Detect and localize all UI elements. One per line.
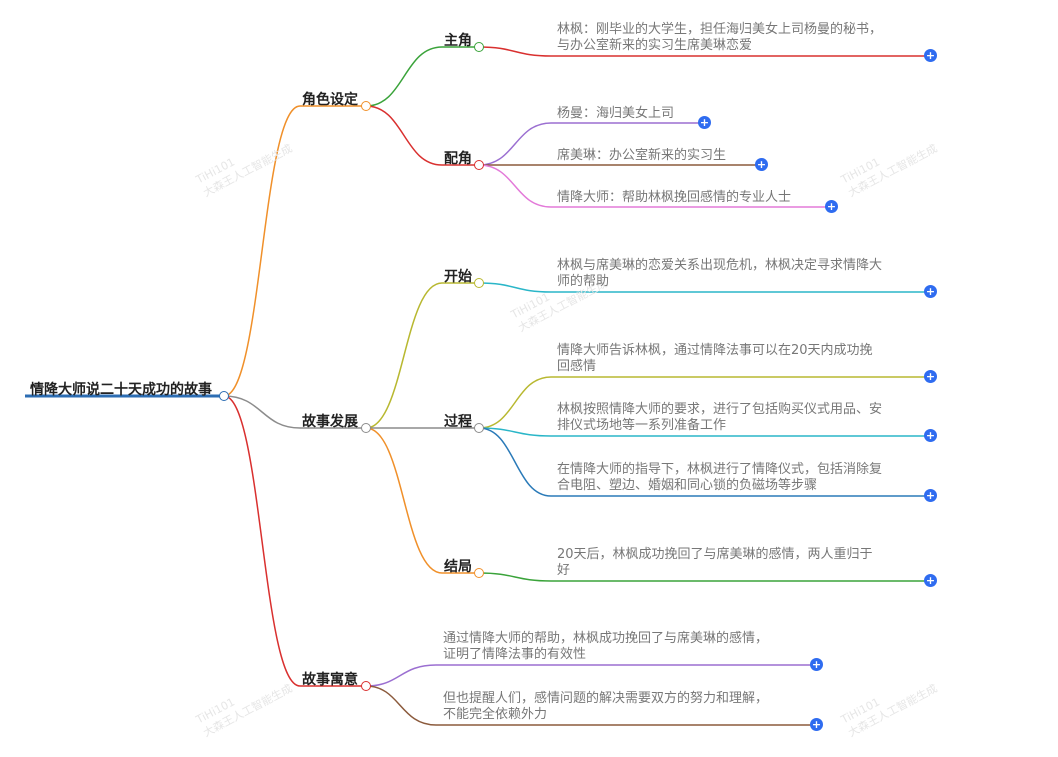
edge-process-leaf-3 bbox=[478, 427, 930, 497]
edge-process-leaf-2 bbox=[478, 427, 930, 437]
edge-start-leaf bbox=[478, 282, 930, 293]
expand-plus-icon[interactable]: + bbox=[698, 116, 711, 129]
leaf-process-1[interactable]: 情降大师告诉林枫，通过情降法事可以在20天内成功挽 回感情 bbox=[557, 343, 873, 374]
expand-plus-icon[interactable]: + bbox=[924, 285, 937, 298]
topic-start[interactable]: 开始 bbox=[444, 269, 472, 285]
leaf-main-role[interactable]: 林枫：刚毕业的大学生，担任海归美女上司杨曼的秘书， 与办公室新来的实习生席美琳恋… bbox=[557, 22, 883, 53]
expand-plus-icon[interactable]: + bbox=[924, 370, 937, 383]
expand-plus-icon[interactable]: + bbox=[810, 718, 823, 731]
edge-roles-support bbox=[365, 105, 479, 166]
support-roles-collapse-knob[interactable] bbox=[474, 160, 484, 170]
root-collapse-knob[interactable] bbox=[219, 391, 229, 401]
edge-story-start bbox=[365, 282, 479, 429]
edge-root-meaning bbox=[223, 395, 366, 687]
start-collapse-knob[interactable] bbox=[474, 278, 484, 288]
expand-plus-icon[interactable]: + bbox=[755, 158, 768, 171]
edge-support-leaf-1 bbox=[478, 122, 704, 166]
topic-ending[interactable]: 结局 bbox=[444, 559, 472, 575]
leaf-support-2[interactable]: 席美琳：办公室新来的实习生 bbox=[557, 148, 727, 163]
topic-meaning[interactable]: 故事寓意 bbox=[302, 672, 358, 688]
edge-meaning-leaf-1 bbox=[365, 664, 816, 687]
edge-root-roles bbox=[223, 105, 366, 397]
edge-main-leaf bbox=[478, 46, 930, 57]
topic-main-role[interactable]: 主角 bbox=[444, 33, 472, 49]
main-role-collapse-knob[interactable] bbox=[474, 42, 484, 52]
leaf-support-1[interactable]: 杨曼：海归美女上司 bbox=[557, 106, 675, 121]
topic-process[interactable]: 过程 bbox=[444, 414, 472, 430]
leaf-ending[interactable]: 20天后，林枫成功挽回了与席美琳的感情，两人重归于 好 bbox=[557, 547, 873, 578]
topic-roles[interactable]: 角色设定 bbox=[302, 92, 358, 108]
edge-root-story bbox=[223, 395, 366, 429]
expand-plus-icon[interactable]: + bbox=[825, 200, 838, 213]
process-collapse-knob[interactable] bbox=[474, 423, 484, 433]
edge-meaning-leaf-2 bbox=[365, 685, 816, 726]
expand-plus-icon[interactable]: + bbox=[924, 49, 937, 62]
edge-support-leaf-3 bbox=[478, 164, 831, 208]
roles-collapse-knob[interactable] bbox=[361, 101, 371, 111]
edge-process-leaf-1 bbox=[478, 376, 930, 429]
leaf-support-3[interactable]: 情降大师：帮助林枫挽回感情的专业人士 bbox=[557, 190, 792, 205]
topic-story[interactable]: 故事发展 bbox=[302, 414, 358, 430]
leaf-process-2[interactable]: 林枫按照情降大师的要求，进行了包括购买仪式用品、安 排仪式场地等一系列准备工作 bbox=[557, 402, 883, 433]
root-topic[interactable]: 情降大师说二十天成功的故事 bbox=[30, 382, 212, 398]
ending-collapse-knob[interactable] bbox=[474, 568, 484, 578]
meaning-collapse-knob[interactable] bbox=[361, 681, 371, 691]
topic-support-roles[interactable]: 配角 bbox=[444, 151, 472, 167]
leaf-start[interactable]: 林枫与席美琳的恋爱关系出现危机，林枫决定寻求情降大 师的帮助 bbox=[557, 258, 883, 289]
story-collapse-knob[interactable] bbox=[361, 423, 371, 433]
leaf-meaning-1[interactable]: 通过情降大师的帮助，林枫成功挽回了与席美琳的感情， 证明了情降法事的有效性 bbox=[443, 631, 769, 662]
edge-roles-main bbox=[365, 46, 479, 107]
expand-plus-icon[interactable]: + bbox=[810, 658, 823, 671]
expand-plus-icon[interactable]: + bbox=[924, 489, 937, 502]
expand-plus-icon[interactable]: + bbox=[924, 574, 937, 587]
leaf-process-3[interactable]: 在情降大师的指导下，林枫进行了情降仪式，包括消除复 合电阻、塑边、婚姻和同心锁的… bbox=[557, 462, 883, 493]
leaf-meaning-2[interactable]: 但也提醒人们，感情问题的解决需要双方的努力和理解， 不能完全依赖外力 bbox=[443, 691, 769, 722]
edge-ending-leaf bbox=[478, 572, 930, 582]
edge-story-ending bbox=[365, 427, 479, 574]
expand-plus-icon[interactable]: + bbox=[924, 429, 937, 442]
